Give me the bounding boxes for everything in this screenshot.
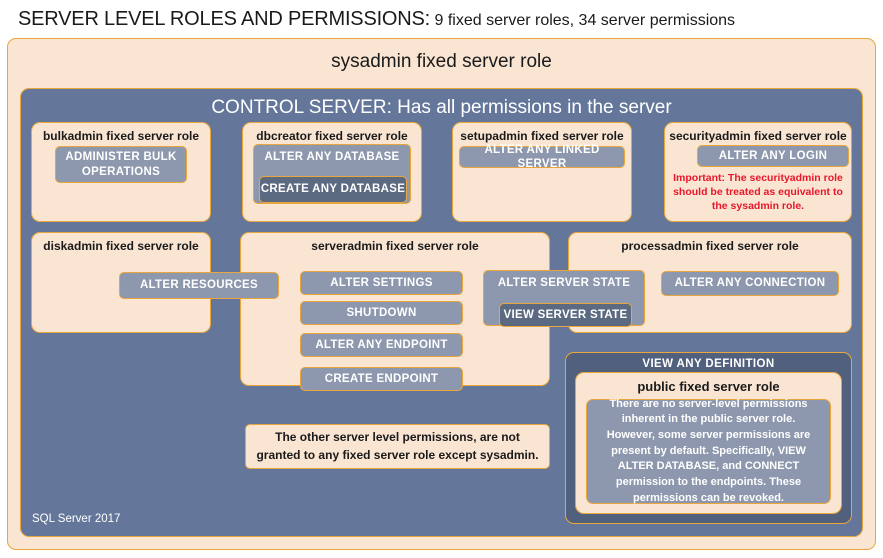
role-title-serveradmin: serveradmin fixed server role	[311, 239, 479, 253]
role-box-setupadmin: setupadmin fixed server role	[452, 122, 632, 222]
permission-alter-resources[interactable]: ALTER RESOURCES	[119, 272, 279, 299]
permission-shutdown[interactable]: SHUTDOWN	[300, 301, 463, 325]
permission-create-endpoint[interactable]: CREATE ENDPOINT	[300, 367, 463, 391]
role-title-processadmin: processadmin fixed server role	[621, 239, 799, 253]
role-title-public: public fixed server role	[637, 379, 780, 394]
role-title-bulkadmin: bulkadmin fixed server role	[42, 129, 200, 143]
page-title-strong: SERVER LEVEL ROLES AND PERMISSIONS:	[18, 8, 431, 30]
permission-alter-any-linked-server[interactable]: ALTER ANY LINKED SERVER	[459, 144, 625, 170]
role-title-dbcreator: dbcreator fixed server role	[256, 129, 408, 143]
role-title-securityadmin: securityadmin fixed server role	[669, 129, 847, 143]
page-title-subtitle: 9 fixed server roles, 34 server permissi…	[434, 12, 736, 29]
role-box-securityadmin: securityadmin fixed server role Importan…	[664, 122, 852, 222]
permission-view-server-state[interactable]: VIEW SERVER STATE	[499, 303, 632, 327]
sysadmin-role-title: sysadmin fixed server role	[331, 51, 552, 72]
permission-create-any-database[interactable]: CREATE ANY DATABASE	[259, 176, 407, 203]
role-title-diskadmin: diskadmin fixed server role	[43, 239, 199, 253]
footer-label: SQL Server 2017	[32, 513, 121, 525]
permission-alter-any-endpoint[interactable]: ALTER ANY ENDPOINT	[300, 333, 463, 357]
permission-administer-bulk-operations[interactable]: ADMINISTER BULK OPERATIONS	[55, 146, 187, 183]
securityadmin-warning: Important: The securityadmin role should…	[673, 172, 843, 213]
control-server-title: CONTROL SERVER: Has all permissions in t…	[211, 97, 672, 118]
permission-alter-any-login[interactable]: ALTER ANY LOGIN	[697, 145, 849, 167]
permission-view-any-definition-label: VIEW ANY DEFINITION	[642, 358, 775, 370]
permission-alter-settings[interactable]: ALTER SETTINGS	[300, 271, 463, 295]
role-title-setupadmin: setupadmin fixed server role	[460, 129, 624, 143]
permission-alter-any-connection[interactable]: ALTER ANY CONNECTION	[661, 271, 839, 296]
page-title: SERVER LEVEL ROLES AND PERMISSIONS: 9 fi…	[18, 8, 868, 34]
public-role-description: There are no server-level permissions in…	[586, 398, 831, 504]
note-other-permissions: The other server level permissions, are …	[245, 424, 550, 469]
